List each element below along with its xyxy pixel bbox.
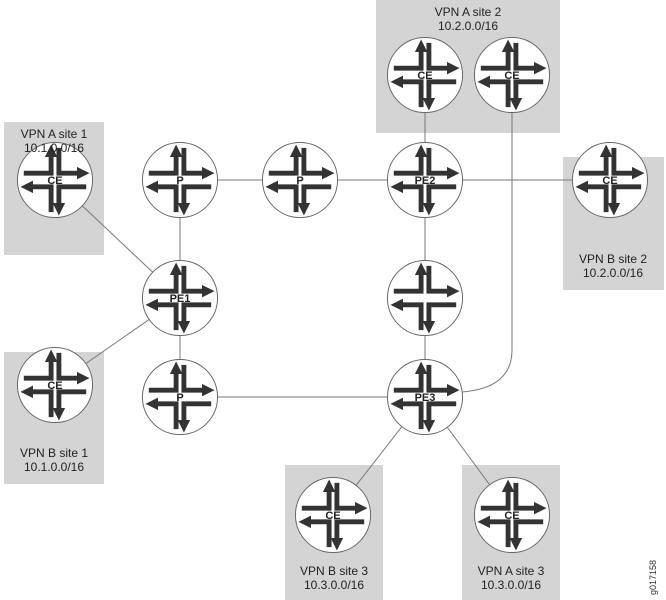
router-p-3 [387,260,462,335]
svg-text:PE2: PE2 [415,175,436,187]
router-ce-b3: CE [295,477,370,552]
svg-text:CE: CE [602,175,617,187]
svg-text:CE: CE [417,70,432,82]
svg-text:CE: CE [504,510,519,522]
router-ce-a1: CE [17,142,92,217]
svg-text:CE: CE [47,175,62,187]
svg-text:CE: CE [325,510,340,522]
links [54,75,610,516]
svg-text:CE: CE [47,380,62,392]
svg-text:PE1: PE1 [170,293,191,305]
router-pe3: PE3 [387,359,462,434]
svg-text:CE: CE [504,70,519,82]
router-p-2: P [262,142,337,217]
svg-text:P: P [176,175,183,187]
site-name: VPN B site 2 [579,252,647,266]
svg-text:P: P [296,175,303,187]
router-ce-b2: CE [572,142,647,217]
router-pe1: PE1 [142,260,217,335]
site-prefix: 10.2.0.0/16 [438,19,498,33]
site-name: VPN B site 1 [20,446,88,460]
svg-text:P: P [176,392,183,404]
site-prefix: 10.3.0.0/16 [481,578,541,592]
site-name: VPN A site 3 [478,564,545,578]
site-name: VPN A site 2 [435,5,502,19]
site-prefix: 10.2.0.0/16 [583,266,643,280]
router-ce-a3: CE [474,477,549,552]
router-ce-a2-2: CE [474,37,549,112]
svg-text:PE3: PE3 [415,392,436,404]
site-prefix: 10.1.0.0/16 [24,460,84,474]
site-prefix: 10.3.0.0/16 [304,578,364,592]
router-ce-a2-1: CE [387,37,462,112]
router-ce-b1: CE [17,347,92,422]
router-p-4: P [142,359,217,434]
site-name: VPN A site 1 [21,127,88,141]
router-pe2: PE2 [387,142,462,217]
site-prefix: 10.1.0.0/16 [24,141,84,155]
link-ce-a2-pe3 [461,75,513,393]
router-p-1: P [142,142,217,217]
site-name: VPN B site 3 [300,564,368,578]
figure-id: g017158 [648,560,658,595]
